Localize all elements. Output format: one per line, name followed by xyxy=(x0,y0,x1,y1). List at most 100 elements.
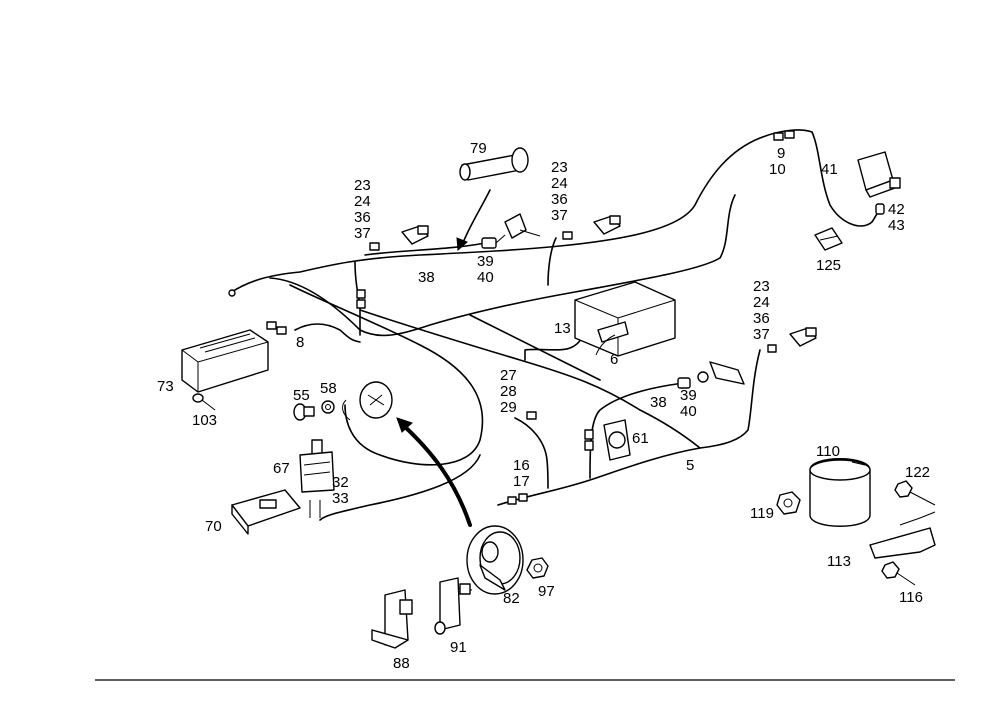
callout-33: 33 xyxy=(332,490,349,507)
arrowhead xyxy=(396,417,413,433)
callout-39: 39 xyxy=(680,387,697,404)
callout-91: 91 xyxy=(450,639,467,656)
callout-23: 23 xyxy=(753,278,770,295)
connector xyxy=(356,299,366,309)
nut-part-119 xyxy=(776,491,801,515)
callout-55: 55 xyxy=(293,387,310,404)
connector xyxy=(526,411,537,420)
callout-28: 28 xyxy=(500,383,517,400)
connector xyxy=(773,132,784,141)
callout-38: 38 xyxy=(650,394,667,411)
connector xyxy=(584,440,594,451)
nut-part-97 xyxy=(526,557,549,579)
callout-82: 82 xyxy=(503,590,520,607)
horn-part-82 xyxy=(466,525,524,595)
callout-13: 13 xyxy=(554,320,571,337)
callout-113: 113 xyxy=(827,553,851,570)
lower-harness-trunk xyxy=(269,194,736,337)
wire-end xyxy=(228,289,236,297)
bracket-part-91 xyxy=(434,577,473,635)
callout-8: 8 xyxy=(296,334,304,351)
callout-42: 42 xyxy=(888,201,905,218)
callout-61: 61 xyxy=(632,430,649,447)
callout-103: 103 xyxy=(192,412,217,429)
bracket-part-113 xyxy=(869,511,936,559)
round-sensor-part xyxy=(359,381,393,419)
callout-40: 40 xyxy=(680,403,697,420)
callout-36: 36 xyxy=(551,191,568,208)
callout-97: 97 xyxy=(538,583,555,600)
pointer-arrow-horn xyxy=(401,423,472,527)
washer-part-58 xyxy=(321,399,351,421)
callout-17: 17 xyxy=(513,473,530,490)
relay-part xyxy=(857,151,901,215)
left-loop xyxy=(289,284,484,466)
bolt-part-55 xyxy=(293,403,315,421)
connector xyxy=(518,493,528,502)
connector xyxy=(266,321,277,330)
callout-5: 5 xyxy=(686,457,694,474)
main-harness-trunk xyxy=(229,129,881,294)
callout-119: 119 xyxy=(750,505,774,522)
callout-labels: 79 23 24 36 37 23 24 36 37 23 24 36 37 9… xyxy=(157,140,930,672)
connector xyxy=(767,344,777,353)
callout-23: 23 xyxy=(551,159,568,176)
callout-32: 32 xyxy=(332,474,349,491)
plug-housing-b xyxy=(593,215,621,235)
callout-73: 73 xyxy=(157,378,174,395)
callout-37: 37 xyxy=(753,326,770,343)
callout-79: 79 xyxy=(470,140,487,157)
callout-38: 38 xyxy=(418,269,435,286)
branch-8 xyxy=(294,323,361,343)
branch-switch xyxy=(319,454,481,521)
callout-70: 70 xyxy=(205,518,222,535)
control-module-part xyxy=(181,329,269,393)
bracket-part-61 xyxy=(603,419,631,461)
callout-24: 24 xyxy=(551,175,568,192)
screw-part-103 xyxy=(192,393,216,411)
callout-9: 9 xyxy=(777,145,785,162)
callout-110: 110 xyxy=(816,443,840,460)
connector xyxy=(276,326,287,335)
screw-part-116 xyxy=(881,561,916,586)
harness-connectors xyxy=(228,130,795,505)
branch-23b xyxy=(547,237,557,286)
control-unit-part xyxy=(574,281,676,357)
callout-23: 23 xyxy=(354,177,371,194)
callout-37: 37 xyxy=(354,225,371,242)
callout-41: 41 xyxy=(821,161,838,178)
plug-housing-c xyxy=(789,327,817,347)
branch-lower-mid xyxy=(469,314,601,381)
callout-39: 39 xyxy=(477,253,494,270)
callout-16: 16 xyxy=(513,457,530,474)
callout-43: 43 xyxy=(888,217,905,234)
branch-39 xyxy=(364,242,486,256)
callout-125: 125 xyxy=(816,257,841,274)
callout-24: 24 xyxy=(354,193,371,210)
callout-40: 40 xyxy=(477,269,494,286)
connector xyxy=(356,289,366,299)
callout-122: 122 xyxy=(905,464,930,481)
branch-27-29 xyxy=(514,417,549,489)
callout-88: 88 xyxy=(393,655,410,672)
arrowhead xyxy=(456,237,468,252)
plug-housing-a xyxy=(401,225,429,245)
bracket-part-70 xyxy=(231,489,301,535)
plug-part-top xyxy=(481,213,541,249)
callout-24: 24 xyxy=(753,294,770,311)
callout-58: 58 xyxy=(320,380,337,397)
screw-part-122 xyxy=(894,480,936,506)
callout-36: 36 xyxy=(753,310,770,327)
callout-6: 6 xyxy=(610,351,618,368)
callout-36: 36 xyxy=(354,209,371,226)
pointer-arrow-79 xyxy=(461,189,491,246)
bracket-part-88 xyxy=(371,589,413,649)
callout-27: 27 xyxy=(500,367,517,384)
callout-29: 29 xyxy=(500,399,517,416)
branch-16-17 xyxy=(497,349,761,506)
callout-116: 116 xyxy=(899,589,923,606)
canister-part-110 xyxy=(809,458,871,527)
handle-grip-part xyxy=(459,147,529,181)
connector xyxy=(369,242,380,251)
